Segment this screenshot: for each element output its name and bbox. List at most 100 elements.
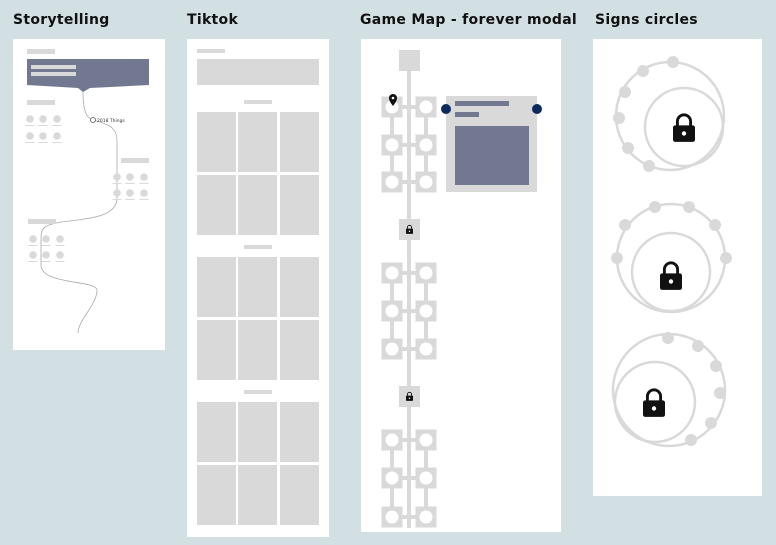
video-thumbnail[interactable] bbox=[197, 257, 236, 317]
story-item-avatar[interactable] bbox=[140, 189, 148, 197]
sign-circle-group[interactable] bbox=[611, 201, 732, 314]
board-title-tiktok: Tiktok bbox=[187, 12, 239, 28]
story-item-avatar[interactable] bbox=[113, 189, 121, 197]
video-thumbnail[interactable] bbox=[197, 402, 236, 462]
video-thumbnail[interactable] bbox=[197, 465, 236, 525]
story-item-avatar[interactable] bbox=[26, 115, 34, 123]
level-node-dot bbox=[385, 510, 399, 524]
storytelling-board: 2018 Things bbox=[25, 49, 149, 334]
sign-dot[interactable] bbox=[619, 219, 631, 231]
video-thumbnail[interactable] bbox=[238, 320, 277, 380]
modal-image bbox=[455, 126, 529, 185]
sign-dot[interactable] bbox=[622, 142, 634, 154]
map-start-node[interactable] bbox=[399, 50, 420, 71]
story-item-avatar[interactable] bbox=[56, 235, 64, 243]
lock-shackle bbox=[406, 391, 413, 396]
inner-ring bbox=[613, 360, 697, 444]
lock-shackle bbox=[662, 261, 680, 274]
video-thumbnail[interactable] bbox=[238, 257, 277, 317]
sign-circle-group[interactable] bbox=[613, 56, 726, 172]
game-map-board bbox=[381, 50, 542, 528]
sign-dot[interactable] bbox=[709, 219, 721, 231]
story-item-avatar[interactable] bbox=[39, 132, 47, 140]
modal-handle-right[interactable] bbox=[532, 104, 542, 114]
story-item-avatar[interactable] bbox=[42, 235, 50, 243]
story-item-avatar[interactable] bbox=[39, 115, 47, 123]
video-thumbnail[interactable] bbox=[238, 112, 277, 172]
video-thumbnail[interactable] bbox=[238, 465, 277, 525]
video-thumbnail[interactable] bbox=[197, 320, 236, 380]
story-item-caption bbox=[25, 142, 35, 143]
story-item-avatar[interactable] bbox=[29, 251, 37, 259]
video-thumbnail[interactable] bbox=[280, 465, 319, 525]
story-item-avatar[interactable] bbox=[56, 251, 64, 259]
sign-dot[interactable] bbox=[643, 160, 655, 172]
sign-dot[interactable] bbox=[649, 201, 661, 213]
sign-dot[interactable] bbox=[705, 417, 717, 429]
sign-dot[interactable] bbox=[619, 86, 631, 98]
video-thumbnail[interactable] bbox=[280, 402, 319, 462]
story-item-caption bbox=[41, 261, 51, 262]
sign-dot[interactable] bbox=[714, 387, 726, 399]
banner-text-bar bbox=[31, 65, 76, 69]
lock-icon bbox=[406, 391, 413, 401]
story-item-caption bbox=[125, 183, 135, 184]
lock-icon bbox=[673, 113, 695, 142]
inner-ring bbox=[630, 231, 712, 313]
placeholder-bar bbox=[27, 49, 55, 54]
sign-dot[interactable] bbox=[710, 360, 722, 372]
board-title-signs-circles: Signs circles bbox=[595, 12, 698, 28]
storytelling-panel[interactable] bbox=[13, 39, 165, 350]
milestone-label: 2018 Things bbox=[97, 118, 125, 124]
lock-shackle bbox=[645, 388, 663, 401]
level-node-dot bbox=[385, 175, 399, 189]
milestone-marker[interactable] bbox=[90, 117, 96, 123]
sign-dot[interactable] bbox=[685, 434, 697, 446]
video-thumbnail[interactable] bbox=[280, 112, 319, 172]
sign-dot[interactable] bbox=[667, 56, 679, 68]
story-item-avatar[interactable] bbox=[140, 173, 148, 181]
lock-icon bbox=[643, 388, 665, 417]
video-section bbox=[197, 245, 319, 380]
video-thumbnail[interactable] bbox=[197, 175, 236, 235]
level-node-dot bbox=[385, 433, 399, 447]
story-item-avatar[interactable] bbox=[53, 132, 61, 140]
sign-dot[interactable] bbox=[720, 252, 732, 264]
story-item-avatar[interactable] bbox=[53, 115, 61, 123]
sign-dot[interactable] bbox=[611, 252, 623, 264]
story-item-caption bbox=[38, 125, 48, 126]
modal-handle-left[interactable] bbox=[441, 104, 451, 114]
story-item-caption bbox=[38, 142, 48, 143]
story-item-avatar[interactable] bbox=[29, 235, 37, 243]
sign-dot[interactable] bbox=[692, 340, 704, 352]
forever-modal[interactable] bbox=[441, 96, 542, 192]
lock-keyhole bbox=[408, 397, 411, 399]
sign-circle-group[interactable] bbox=[611, 332, 727, 448]
lock-shackle bbox=[675, 113, 693, 126]
story-item-avatar[interactable] bbox=[42, 251, 50, 259]
story-item-caption bbox=[139, 199, 149, 200]
video-thumbnail[interactable] bbox=[280, 257, 319, 317]
story-item-avatar[interactable] bbox=[126, 173, 134, 181]
video-thumbnail[interactable] bbox=[280, 175, 319, 235]
level-node-dot bbox=[385, 342, 399, 356]
video-thumbnail[interactable] bbox=[197, 112, 236, 172]
sign-dot[interactable] bbox=[637, 65, 649, 77]
sign-dot[interactable] bbox=[662, 332, 674, 344]
video-thumbnail[interactable] bbox=[238, 175, 277, 235]
story-item-caption bbox=[41, 245, 51, 246]
video-thumbnail[interactable] bbox=[238, 402, 277, 462]
section-label-bar bbox=[121, 158, 149, 163]
sign-dot[interactable] bbox=[683, 201, 695, 213]
story-item-avatar[interactable] bbox=[26, 132, 34, 140]
level-node-dot bbox=[419, 304, 433, 318]
level-node-dot bbox=[385, 304, 399, 318]
section-label-bar bbox=[244, 245, 272, 249]
sign-dot[interactable] bbox=[613, 112, 625, 124]
story-item-avatar[interactable] bbox=[126, 189, 134, 197]
story-item-avatar[interactable] bbox=[113, 173, 121, 181]
level-cluster bbox=[381, 429, 437, 528]
video-thumbnail[interactable] bbox=[280, 320, 319, 380]
story-item-caption bbox=[25, 125, 35, 126]
